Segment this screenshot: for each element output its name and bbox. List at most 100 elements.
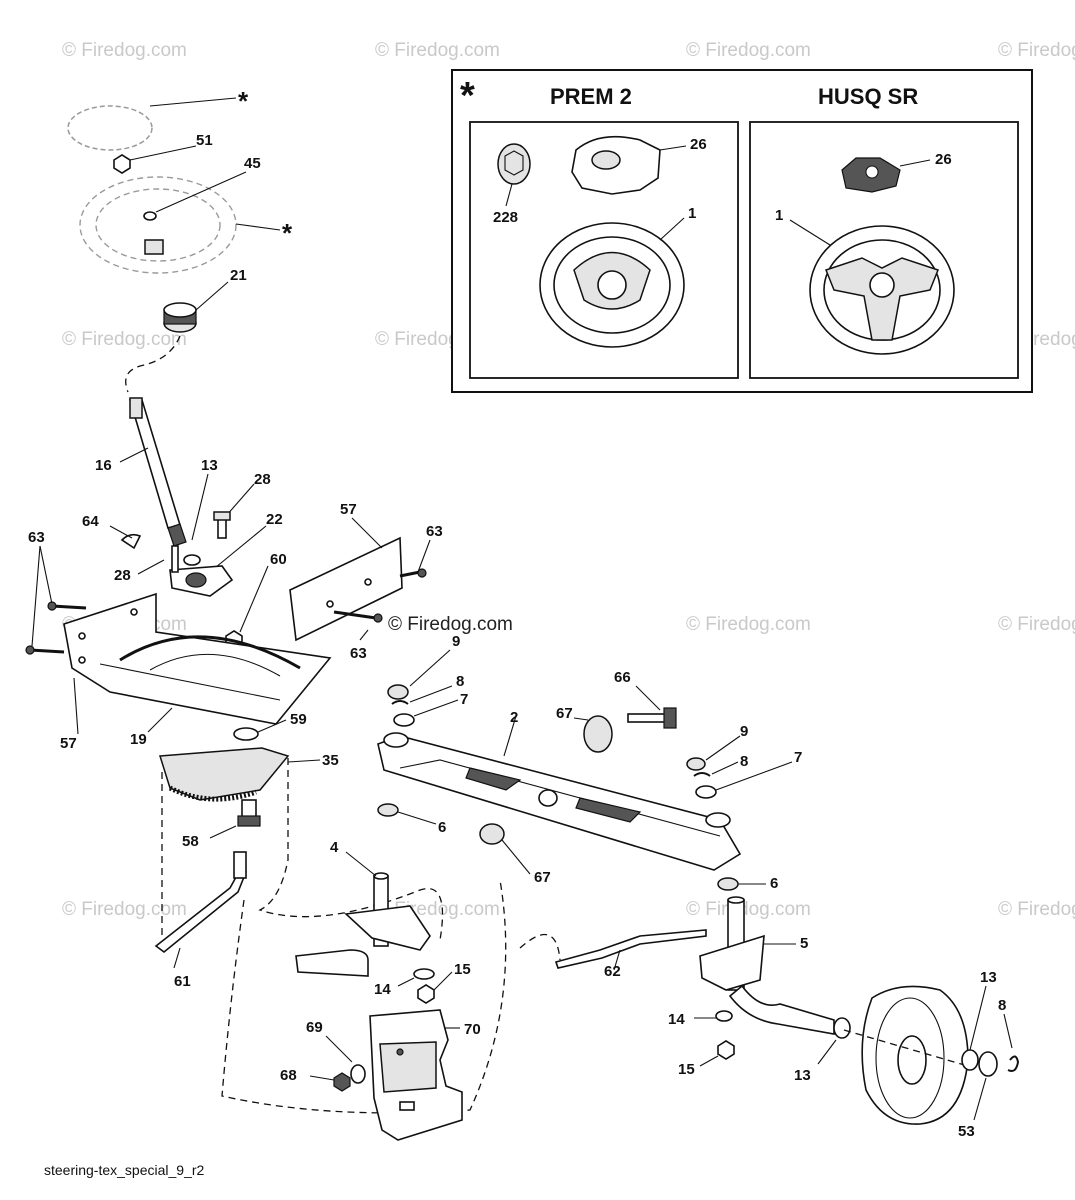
callout-label: 28	[254, 471, 271, 488]
callout-label: 26	[935, 151, 952, 168]
callout-label: 67	[556, 705, 573, 722]
pinion-icon	[167, 523, 187, 547]
callout-label: 69	[306, 1019, 323, 1036]
watermark: © Firedog.com	[686, 614, 811, 635]
callout-label: 67	[534, 869, 551, 886]
callout-label: 1	[775, 207, 783, 224]
screw-icon	[29, 648, 65, 654]
callout-label: 7	[794, 749, 802, 766]
spindle-axle-icon	[728, 984, 835, 1035]
spindle-axle-icon	[295, 949, 369, 977]
callout-label: 45	[244, 155, 261, 172]
hub-insert-icon	[144, 239, 164, 255]
spindle-arm-icon	[344, 905, 431, 951]
steering-plate-icon	[63, 592, 332, 725]
screw-icon	[333, 610, 377, 620]
washer-icon	[715, 1010, 733, 1022]
spacer-icon	[479, 823, 505, 845]
bolt-icon	[217, 517, 227, 539]
left-spindle: 4 14 15	[295, 839, 471, 1004]
cap-icon	[387, 684, 409, 700]
callout-label: 7	[460, 691, 468, 708]
watermark: © Firedog.com	[62, 40, 187, 61]
ring-icon	[391, 700, 409, 705]
bushing-icon	[377, 803, 399, 817]
front-wheel: 13 53 8	[843, 969, 1020, 1140]
watermark: © Firedog.com	[998, 614, 1075, 635]
sector-gear-icon	[159, 747, 290, 801]
callout-label: 68	[280, 1067, 297, 1084]
bolt-icon	[171, 545, 179, 573]
callout-label: 15	[678, 1061, 695, 1078]
wheel-spokes-icon	[825, 257, 939, 341]
callout-label: 63	[426, 523, 443, 540]
cap-opening-icon	[591, 150, 621, 170]
spindle-arm-icon	[699, 934, 765, 991]
rim-icon	[897, 1035, 927, 1085]
cap-ghost-icon	[67, 105, 153, 151]
callout-label: 9	[740, 723, 748, 740]
drag-link: 61	[154, 851, 248, 990]
callout-label: 14	[374, 981, 391, 998]
callout-label: 1	[688, 205, 696, 222]
callout-label: 13	[980, 969, 997, 986]
inset-title-husq-sr: HUSQ SR	[818, 84, 918, 109]
callout-label: 62	[604, 963, 621, 980]
callout-label: 61	[174, 973, 191, 990]
washer-icon	[978, 1051, 998, 1077]
right-spindle: 5 14 15 13	[668, 896, 851, 1084]
bushing-icon	[717, 877, 739, 891]
callout-label: 21	[230, 267, 247, 284]
steering-support-bracket: 70 69 68	[280, 1009, 481, 1141]
nut-icon	[113, 154, 131, 174]
drawing-id: steering-tex_special_9_r2	[44, 1162, 205, 1178]
callout-label: 28	[114, 567, 131, 584]
ring-icon	[693, 772, 711, 777]
watermark: © Firedog.com	[686, 40, 811, 61]
washer-icon	[961, 1049, 979, 1071]
callout-label: 51	[196, 132, 213, 149]
washer-icon	[183, 554, 201, 566]
callout-label: 13	[201, 457, 218, 474]
callout-label: 70	[464, 1021, 481, 1038]
callout-label: 8	[456, 673, 464, 690]
cap-icon	[686, 757, 706, 771]
washer-icon	[833, 1017, 851, 1039]
nut-icon	[333, 1072, 351, 1092]
callout-label: 59	[290, 711, 307, 728]
tie-rod: 62	[554, 929, 707, 980]
callout-label: 58	[182, 833, 199, 850]
callout-label: 57	[60, 735, 77, 752]
callout-label: 53	[958, 1123, 975, 1140]
callout-label: 22	[266, 511, 283, 528]
callout-label: 57	[340, 501, 357, 518]
tie-rod-icon	[554, 929, 707, 969]
nut-icon	[717, 1040, 735, 1060]
watermark: © Firedog.com	[62, 899, 187, 920]
steering-wheel-ghost	[79, 176, 237, 274]
callout-label: 2	[510, 709, 518, 726]
spacer-icon	[583, 715, 613, 753]
washer-icon	[143, 211, 157, 221]
main-watermark: © Firedog.com	[388, 614, 513, 635]
callout-label: 8	[998, 997, 1006, 1014]
callout-label: 9	[452, 633, 460, 650]
inset-title-prem2: PREM 2	[550, 84, 632, 109]
watermark: © Firedog.com	[62, 329, 187, 350]
watermark: © Firedog.com	[686, 899, 811, 920]
callout-label: 14	[668, 1011, 685, 1028]
front-axle-assembly: 9 8 7 2 66 67 9 8 7 6	[377, 633, 802, 892]
sector-gear: 35 58	[159, 747, 339, 850]
callout-label: 64	[82, 513, 99, 530]
emblem-hex-icon	[504, 150, 524, 176]
e-clip-icon	[1007, 1055, 1020, 1072]
callout-label: 19	[130, 731, 147, 748]
callout-label: 13	[794, 1067, 811, 1084]
callout-label: 60	[270, 551, 287, 568]
front-axle-icon	[377, 735, 742, 871]
steering-plate-assembly: 13 28 64 22 28 57 63 63	[25, 457, 443, 752]
watermark: © Firedog.com	[998, 40, 1075, 61]
watermark: © Firedog.com	[998, 899, 1075, 920]
screw-icon	[51, 604, 87, 610]
